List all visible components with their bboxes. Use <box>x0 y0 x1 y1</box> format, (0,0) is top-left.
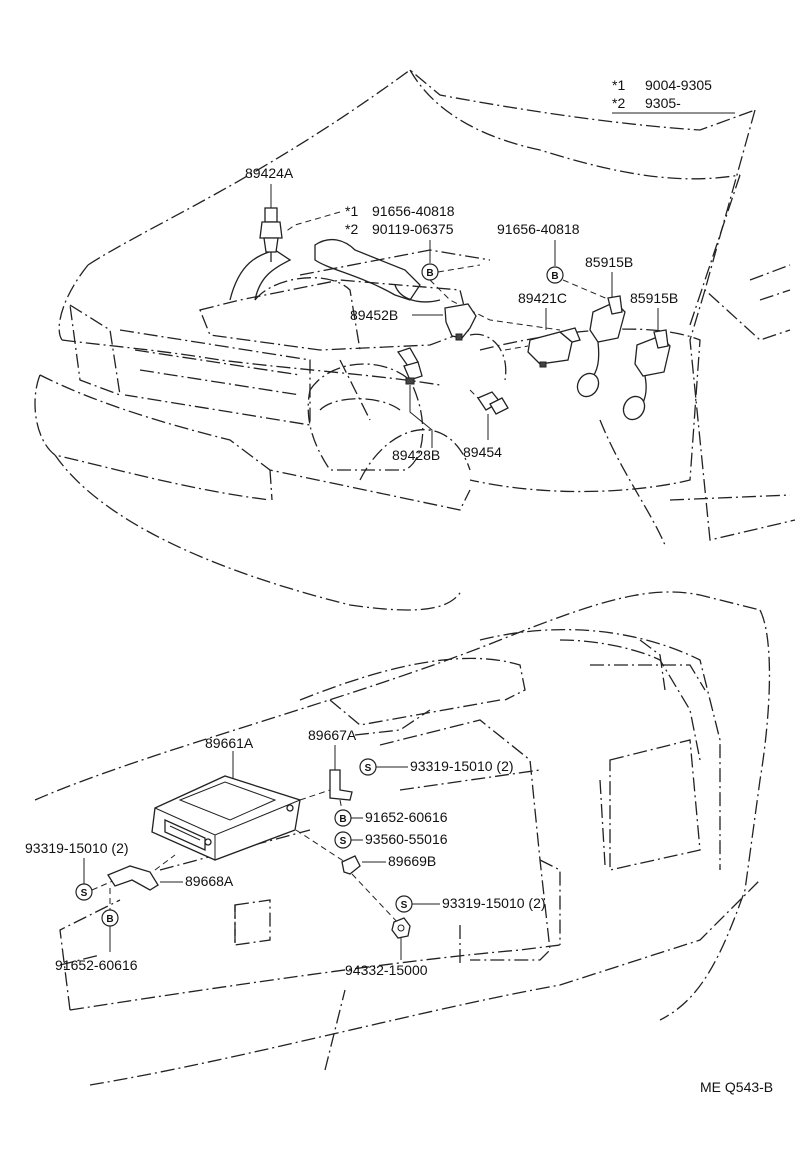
bolt-badge-upper-2: B <box>546 266 564 284</box>
part-89421C-sensor[interactable] <box>527 327 581 368</box>
screw-badge-2: S <box>334 831 352 849</box>
svg-text:B: B <box>426 268 433 279</box>
svg-text:B: B <box>106 914 113 925</box>
dash-89668A <box>154 854 176 871</box>
vehicle-front-outline <box>34 69 796 611</box>
leader-note1 <box>284 211 341 233</box>
dash-89667A <box>299 789 343 811</box>
note-2-range: 9305- <box>645 95 681 111</box>
screw-badge-3: S <box>395 895 413 913</box>
label-89452B: 89452B <box>350 307 398 323</box>
part-89424A-sensor[interactable] <box>259 207 283 262</box>
note-block: *1 9004-9305 *2 9305- <box>612 77 735 114</box>
svg-text:S: S <box>401 900 408 911</box>
label-91656-40818-a: 91656-40818 <box>372 203 455 219</box>
screw-badge-left: S <box>75 883 93 901</box>
svg-text:B: B <box>339 814 346 825</box>
note-2-mark: *2 <box>612 95 625 111</box>
svg-text:S: S <box>81 888 88 899</box>
bolt-badge-lower-1: B <box>334 809 352 827</box>
svg-text:B: B <box>551 271 558 282</box>
label-note2-code: *2 <box>345 221 358 237</box>
diagram-code: ME Q543-B <box>700 1079 773 1095</box>
label-94332-15000: 94332-15000 <box>345 962 428 978</box>
label-91652-60616-right: 91652-60616 <box>365 809 448 825</box>
intake-hoses <box>229 238 441 303</box>
bolt-badge-upper-1: B <box>421 263 439 281</box>
screw-badge-1: S <box>359 758 377 776</box>
part-85915B-relay-b[interactable] <box>619 329 671 423</box>
note-1-range: 9004-9305 <box>645 77 712 93</box>
part-89668A-bracket[interactable] <box>107 865 159 891</box>
label-89454: 89454 <box>463 444 502 460</box>
dash-ecu-to-clip <box>295 829 401 926</box>
dash-screw-left <box>91 879 116 891</box>
part-89428B-sensor[interactable] <box>396 347 423 385</box>
label-89667A: 89667A <box>308 727 357 743</box>
label-93319-15010-left: 93319-15010 (2) <box>25 840 129 856</box>
part-89452B-sensor[interactable] <box>444 303 477 341</box>
label-89421C: 89421C <box>518 290 567 306</box>
label-89669B: 89669B <box>388 853 436 869</box>
note-1-mark: *1 <box>612 77 625 93</box>
label-note1-code: *1 <box>345 203 358 219</box>
part-89669B-clip[interactable] <box>341 855 361 875</box>
part-89661A-ecu[interactable] <box>0 775 301 861</box>
dash-89454 <box>469 389 479 399</box>
part-89667A-bracket[interactable] <box>329 769 353 801</box>
label-93319-15010-top: 93319-15010 (2) <box>410 758 514 774</box>
label-89661A: 89661A <box>205 735 254 751</box>
label-91652-60616-left: 91652-60616 <box>55 957 138 973</box>
dash-89421C <box>504 345 529 351</box>
label-91656-40818-b: 91656-40818 <box>497 221 580 237</box>
label-85915B-a: 85915B <box>585 254 633 270</box>
svg-text:S: S <box>340 836 347 847</box>
label-93560-55016: 93560-55016 <box>365 831 448 847</box>
label-90119-06375: 90119-06375 <box>372 221 454 237</box>
bolt-badge-left: B <box>101 909 119 927</box>
label-89428B: 89428B <box>392 447 440 463</box>
svg-text:S: S <box>365 763 372 774</box>
dash-bolt-upper-2 <box>562 279 611 301</box>
label-89668A: 89668A <box>185 873 234 889</box>
label-93319-15010-mid: 93319-15010 (2) <box>442 895 546 911</box>
leader-89428B <box>409 385 433 448</box>
part-94332-15000-nut[interactable] <box>391 917 411 939</box>
part-89454-sensor[interactable] <box>477 391 509 415</box>
label-89424A: 89424A <box>245 165 294 181</box>
part-85915B-relay-a[interactable] <box>573 295 626 400</box>
label-85915B-b: 85915B <box>630 290 678 306</box>
